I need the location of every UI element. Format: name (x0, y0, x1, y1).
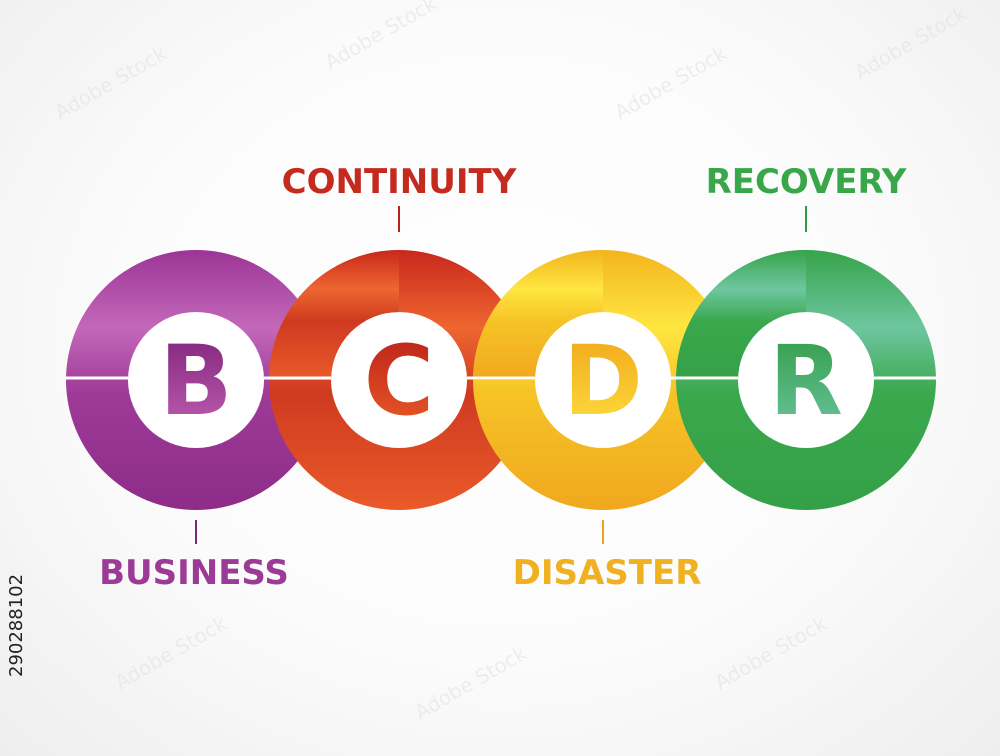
interlock-overlaps (269, 250, 806, 380)
letter-d: D (563, 325, 643, 437)
svg-text:Adobe Stock: Adobe Stock (851, 1, 972, 84)
svg-text:Adobe Stock: Adobe Stock (111, 611, 232, 694)
svg-text:Adobe Stock: Adobe Stock (411, 641, 532, 724)
word-continuity: CONTINUITY (282, 162, 517, 202)
letter-r: R (769, 325, 843, 437)
letter-c: C (364, 325, 434, 437)
stock-id-watermark: 290288102 (6, 573, 27, 677)
word-recovery: RECOVERY (706, 162, 907, 202)
letter-b: B (159, 325, 232, 437)
svg-text:Adobe Stock: Adobe Stock (611, 41, 732, 124)
svg-text:Adobe Stock: Adobe Stock (51, 41, 172, 124)
svg-text:Adobe Stock: Adobe Stock (321, 0, 442, 74)
word-disaster: DISASTER (513, 553, 702, 593)
svg-text:Adobe Stock: Adobe Stock (711, 611, 832, 694)
ring-business (66, 250, 326, 510)
word-business: BUSINESS (99, 553, 289, 593)
